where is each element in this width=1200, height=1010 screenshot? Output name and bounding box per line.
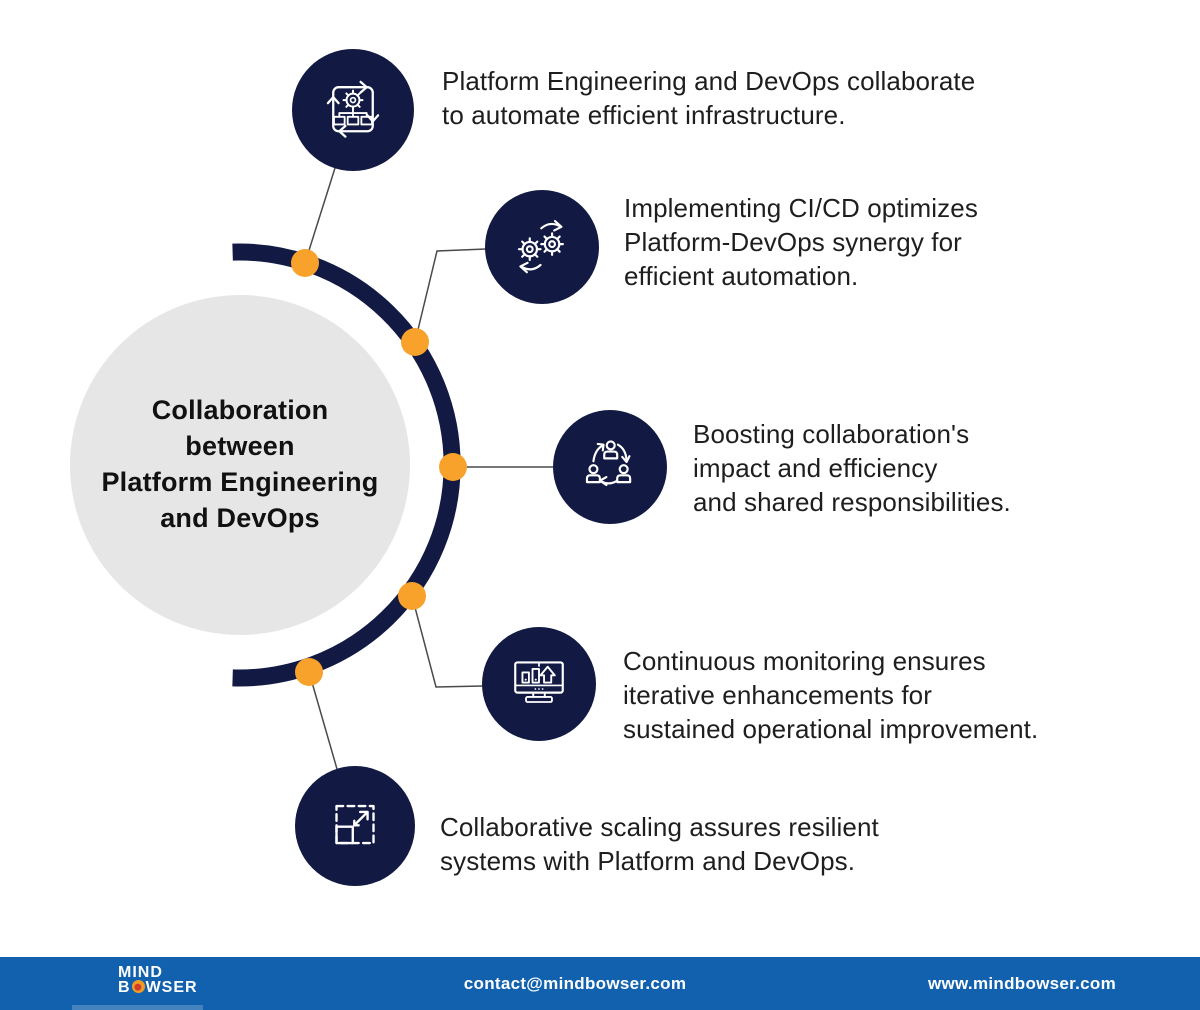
node-dot-2	[401, 328, 429, 356]
logo-line-1: MIND	[118, 964, 163, 981]
central-title: Collaboration between Platform Engineeri…	[101, 395, 379, 533]
footer-website-link[interactable]: www.mindbowser.com	[927, 973, 1117, 993]
item-text-5: Collaborative scaling assures resilient …	[440, 812, 879, 876]
cicd-gears-icon	[485, 190, 599, 304]
node-dot-3	[439, 453, 467, 481]
hub-circle	[70, 295, 410, 635]
cicd-gears-glyph	[517, 220, 564, 274]
node-dot-1	[291, 249, 319, 277]
team-collaboration-glyph	[585, 440, 632, 487]
scaling-icon	[295, 766, 415, 886]
team-collaboration-icon	[553, 410, 667, 524]
item-text-4: Continuous monitoring ensures iterative …	[623, 646, 1039, 744]
item-text-2: Implementing CI/CD optimizes Platform-De…	[624, 193, 978, 291]
logo-o-icon	[131, 980, 145, 993]
node-dot-4	[398, 582, 426, 610]
node-dot-5	[295, 658, 323, 686]
process-automation-glyph	[326, 80, 380, 138]
connector-lines	[304, 167, 553, 770]
monitoring-icon	[482, 627, 596, 741]
scaling-glyph	[335, 804, 375, 845]
item-text-3: Boosting collaboration's impact and effi…	[693, 419, 1011, 517]
monitoring-glyph	[514, 661, 564, 703]
item-text-1: Platform Engineering and DevOps collabor…	[442, 66, 976, 130]
process-automation-icon	[292, 49, 414, 171]
node-dots	[291, 249, 467, 686]
footer-email-link[interactable]: contact@mindbowser.com	[463, 973, 687, 993]
footer-accent-strip	[72, 1005, 203, 1010]
